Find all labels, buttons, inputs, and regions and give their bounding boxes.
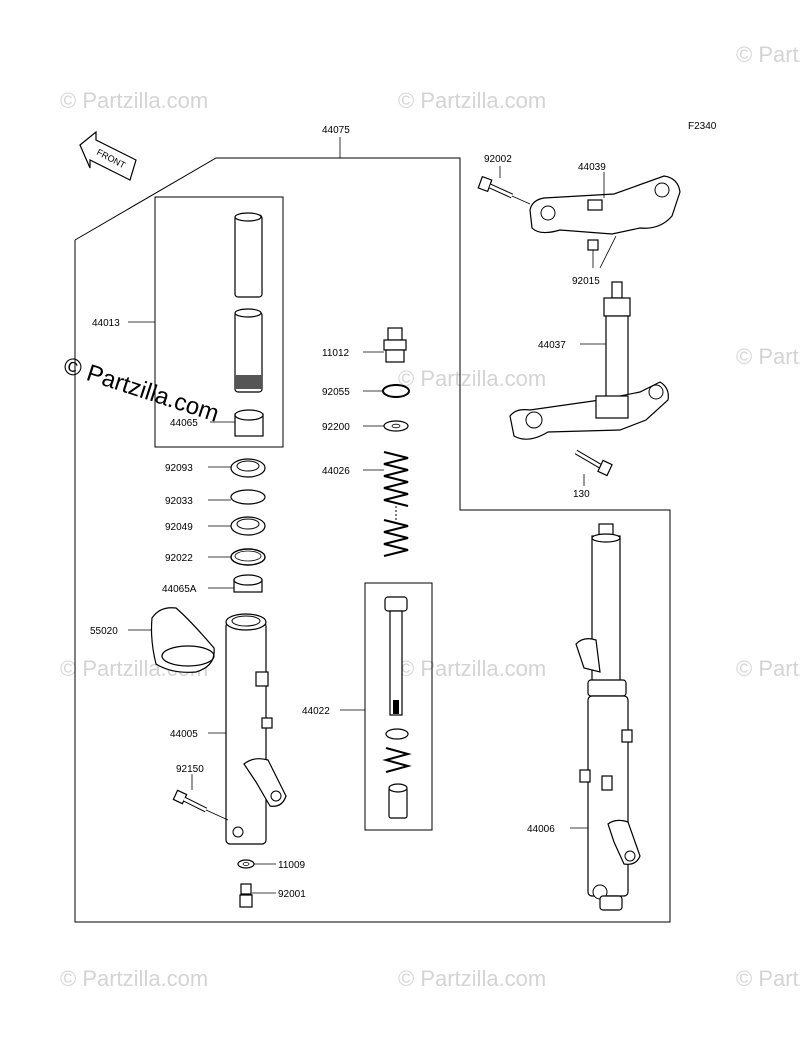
part-label: 92033 (165, 496, 193, 507)
steering-stem-part (509, 281, 669, 440)
retaining-ring-part (230, 489, 266, 505)
watermark-dark: © Partzilla.com (60, 352, 222, 428)
part-label: 11012 (322, 348, 350, 359)
part-label: 92001 (278, 889, 306, 900)
front-arrow-icon: FRONT (79, 130, 137, 181)
watermark: © Partzilla.com (398, 88, 546, 113)
watermark: © Partzilla.com (398, 966, 546, 991)
upper-bracket-part (529, 175, 681, 235)
watermark: © Partzilla.com (736, 966, 800, 991)
part-label: 11009 (278, 860, 306, 871)
seal-part (230, 516, 266, 536)
part-label: 44065A (162, 584, 197, 595)
fork-spring-part (383, 451, 409, 557)
part-label: 92093 (165, 463, 193, 474)
part-label: 44075 (322, 125, 350, 136)
drain-bolt-part (239, 883, 253, 908)
watermark: © Partzilla.com (736, 344, 800, 369)
cap-bolt-part (383, 327, 407, 363)
nut-part (587, 239, 599, 251)
part-label: 44037 (538, 340, 566, 351)
part-label: 92150 (176, 764, 204, 775)
washer-2-part (383, 420, 409, 432)
part-label: 92055 (322, 387, 350, 398)
watermark: © Partzilla.com (398, 656, 546, 681)
figure-code: F2340 (688, 121, 717, 132)
o-ring-part (382, 384, 410, 398)
watermark: © Partzilla.com (398, 366, 546, 391)
part-label: 44006 (527, 824, 555, 835)
part-label: 44005 (170, 729, 198, 740)
bolt-part (172, 789, 208, 813)
part-label: 44026 (322, 466, 350, 477)
part-label: 44022 (302, 706, 330, 717)
part-label: 92200 (322, 422, 350, 433)
part-label: 44065 (170, 418, 198, 429)
outer-tube-left-part (225, 613, 287, 845)
part-label: 44039 (578, 162, 606, 173)
part-label: 130 (573, 489, 590, 500)
bushing-part (234, 409, 264, 437)
bolt-2-part (477, 175, 514, 199)
gasket-part (237, 859, 255, 869)
fork-assembly-right-part (575, 523, 641, 911)
fork-guard-part (150, 607, 215, 673)
bushing-a-part (233, 574, 263, 593)
inner-box-44022 (364, 582, 433, 831)
watermark: © Partzilla.com (60, 966, 208, 991)
washer-part (230, 548, 266, 566)
bolt-3-part (574, 449, 613, 477)
oil-seal-part (230, 458, 266, 478)
part-label: 92022 (165, 553, 193, 564)
damper-rod-part (382, 596, 412, 819)
part-label: 92049 (165, 522, 193, 533)
part-label: 92002 (484, 154, 512, 165)
watermark: © Partzilla.com (60, 88, 208, 113)
part-label: 44013 (92, 318, 120, 329)
watermark: © Partzilla.com (736, 42, 800, 67)
part-label: 55020 (90, 626, 118, 637)
part-label: 92015 (572, 276, 600, 287)
assembly-frame (74, 157, 671, 923)
watermark: © Partzilla.com (736, 656, 800, 681)
inner-tube-part (234, 212, 263, 393)
